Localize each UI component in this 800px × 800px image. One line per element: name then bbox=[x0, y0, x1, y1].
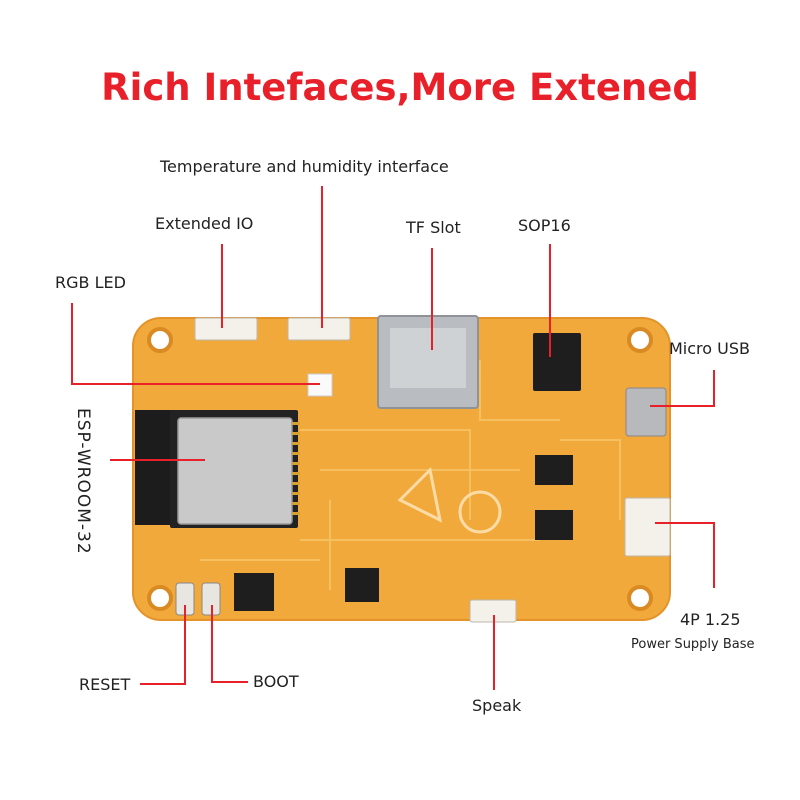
sop16-chip bbox=[533, 333, 581, 391]
label-speak: Speak bbox=[472, 696, 522, 715]
pointer-power bbox=[655, 522, 715, 588]
label-temp-humidity: Temperature and humidity interface bbox=[160, 157, 449, 176]
recycle-mark bbox=[397, 466, 502, 534]
extended-io-connector bbox=[194, 317, 258, 341]
chip-small-1 bbox=[535, 455, 573, 485]
label-tf-slot: TF Slot bbox=[406, 218, 461, 237]
esp-module-pins bbox=[292, 422, 300, 515]
label-power-base: Power Supply Base bbox=[631, 637, 755, 652]
label-reset: RESET bbox=[79, 675, 131, 694]
label-sop16: SOP16 bbox=[518, 216, 571, 235]
label-boot: BOOT bbox=[253, 672, 299, 691]
pointer-rgb-led bbox=[71, 303, 320, 385]
label-micro-usb: Micro USB bbox=[669, 339, 750, 358]
mounting-holes bbox=[147, 327, 653, 611]
pcb-traces bbox=[200, 360, 621, 590]
pointer-lines bbox=[71, 186, 715, 690]
esp-antenna bbox=[135, 410, 175, 525]
power-supply-connector bbox=[624, 497, 671, 557]
pointer-micro-usb bbox=[650, 370, 715, 407]
pointer-boot bbox=[211, 605, 248, 683]
label-power-4p: 4P 1.25 bbox=[680, 610, 741, 629]
esp-module-shield bbox=[177, 417, 293, 525]
micro-usb-port bbox=[625, 387, 667, 437]
headline: Rich Intefaces,More Extened bbox=[101, 66, 699, 109]
chip-small-2 bbox=[535, 510, 573, 540]
label-esp-module-wrap: ESP-WROOM-32 bbox=[71, 408, 93, 608]
label-rgb-led: RGB LED bbox=[55, 273, 126, 292]
temp-humidity-connector bbox=[287, 317, 351, 341]
pointer-reset bbox=[140, 605, 186, 685]
chip-small-3 bbox=[234, 573, 274, 611]
chip-small-4 bbox=[345, 568, 379, 602]
label-esp-module: ESP-WROOM-32 bbox=[73, 408, 93, 555]
label-extended-io: Extended IO bbox=[155, 214, 254, 233]
